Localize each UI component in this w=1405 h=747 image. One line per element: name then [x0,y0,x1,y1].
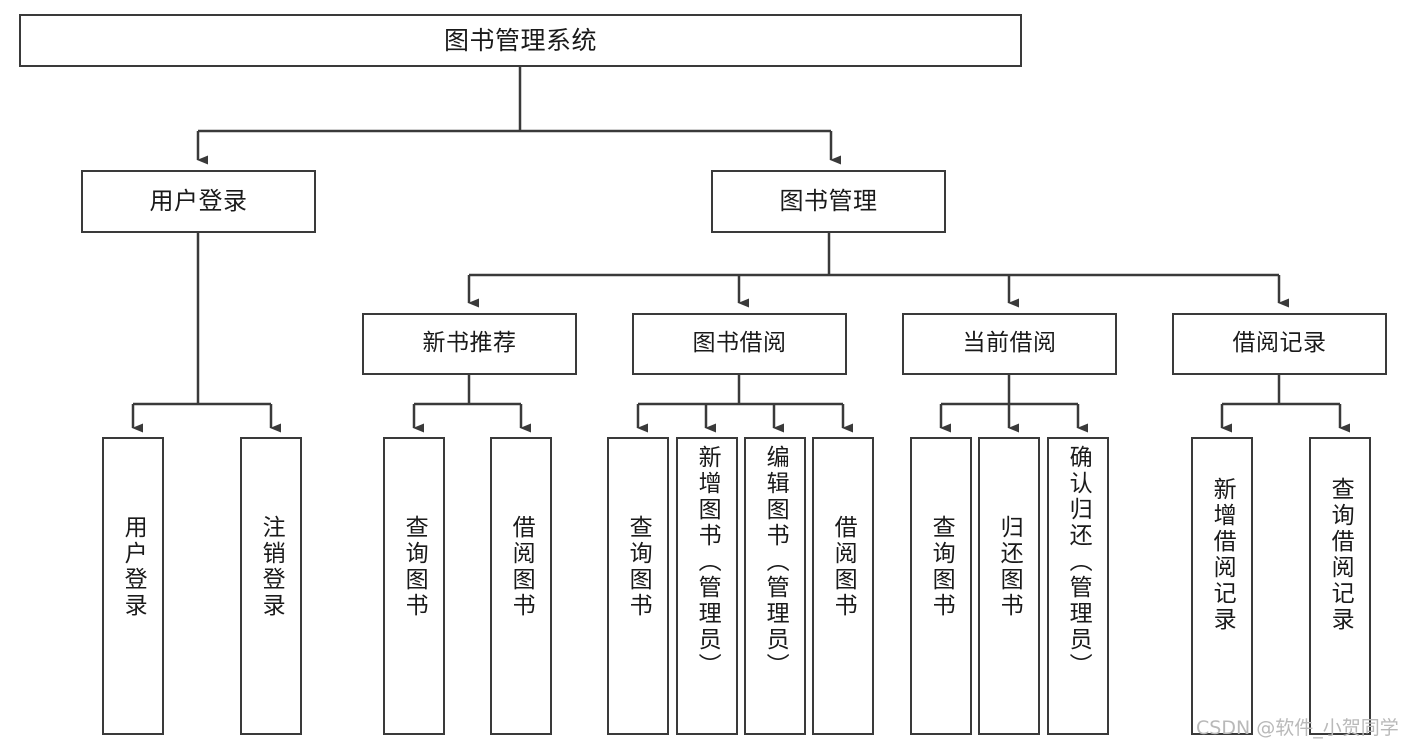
node-label: 借阅图书 [830,515,857,619]
node-borrow-record[interactable]: 借阅记录 [1172,313,1387,375]
node-current-borrow[interactable]: 当前借阅 [902,313,1117,375]
node-label: 查询图书 [625,515,652,619]
leaf-borrow-book[interactable]: 借阅图书 [812,437,874,735]
node-label: 编辑图书（管理员） [762,445,789,679]
node-label: 查询借阅记录 [1327,477,1354,633]
leaf-return-book[interactable]: 归还图书 [978,437,1040,735]
leaf-logout[interactable]: 注销登录 [240,437,302,735]
node-book-management[interactable]: 图书管理 [711,170,946,233]
node-book-borrow[interactable]: 图书借阅 [632,313,847,375]
node-label: 查询图书 [401,515,428,619]
node-label: 图书管理系统 [443,25,597,55]
leaf-query-book-current[interactable]: 查询图书 [910,437,972,735]
node-label: 新增借阅记录 [1209,477,1236,633]
node-label: 图书借阅 [692,330,787,357]
node-label: 查询图书 [928,515,955,619]
leaf-edit-book-admin[interactable]: 编辑图书（管理员） [744,437,806,735]
node-label: 用户登录 [120,515,147,619]
leaf-user-login[interactable]: 用户登录 [102,437,164,735]
node-user-login[interactable]: 用户登录 [81,170,316,233]
node-label: 借阅图书 [508,515,535,619]
node-root-system[interactable]: 图书管理系统 [19,14,1022,67]
node-label: 图书管理 [779,187,878,216]
leaf-query-book-recommend[interactable]: 查询图书 [383,437,445,735]
leaf-confirm-return-admin[interactable]: 确认归还（管理员） [1047,437,1109,735]
leaf-add-book-admin[interactable]: 新增图书（管理员） [676,437,738,735]
node-label: 当前借阅 [962,330,1057,357]
leaf-borrow-book-recommend[interactable]: 借阅图书 [490,437,552,735]
leaf-query-book-borrow[interactable]: 查询图书 [607,437,669,735]
node-label: 注销登录 [258,515,285,619]
node-new-book-recommend[interactable]: 新书推荐 [362,313,577,375]
node-label: 新增图书（管理员） [694,445,721,679]
node-label: 借阅记录 [1232,330,1327,357]
node-label: 归还图书 [996,515,1023,619]
leaf-add-borrow-record[interactable]: 新增借阅记录 [1191,437,1253,735]
watermark-text: CSDN @软件_小贺同学 [1196,717,1399,739]
node-label: 确认归还（管理员） [1065,445,1092,679]
node-label: 用户登录 [149,187,248,216]
node-label: 新书推荐 [422,330,517,357]
leaf-query-borrow-record[interactable]: 查询借阅记录 [1309,437,1371,735]
